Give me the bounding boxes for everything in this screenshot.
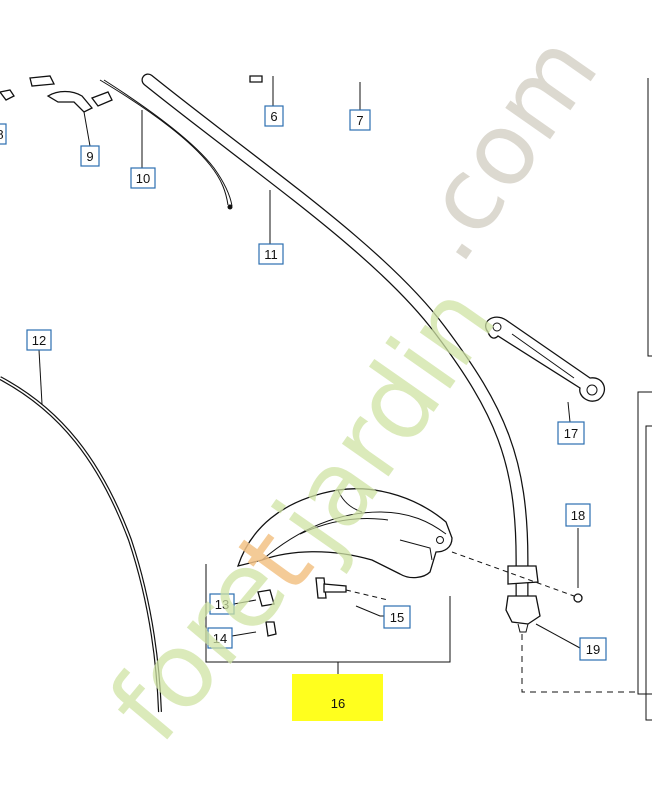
frame-line-lower-inner [645, 425, 652, 721]
cable-2 [103, 79, 233, 207]
harness-line-inner [0, 377, 161, 713]
screw-6 [249, 75, 263, 83]
part-9-hook [90, 91, 113, 107]
svg-text:12: 12 [32, 333, 46, 348]
part-8-fragment [0, 89, 15, 101]
callout-13: 13 [209, 593, 235, 615]
callout-7: 7 [349, 109, 371, 131]
callout-19: 19 [579, 637, 607, 661]
svg-text:10: 10 [136, 171, 150, 186]
part-top-small [29, 75, 56, 87]
callout-11: 11 [258, 243, 284, 265]
shaft-inner [142, 74, 528, 606]
lead-12 [38, 349, 43, 405]
svg-text:.com: .com [384, 14, 621, 282]
callout-17: 17 [557, 421, 585, 445]
cable [99, 79, 229, 206]
lead-15 [355, 605, 384, 617]
lead-19 [535, 623, 581, 649]
svg-text:18: 18 [571, 508, 585, 523]
callout-9: 9 [80, 145, 100, 167]
frame-line-lower-outer [637, 391, 652, 695]
callout-16: 16 [292, 674, 383, 721]
gear-head [505, 595, 541, 625]
callout-10: 10 [130, 167, 156, 189]
lead-9 [83, 111, 91, 147]
svg-text:6: 6 [270, 109, 277, 124]
nut-13 [257, 589, 275, 607]
svg-text:8: 8 [0, 127, 4, 142]
cable-end [227, 204, 233, 210]
callout-18: 18 [565, 503, 591, 527]
svg-text:17: 17 [564, 426, 578, 441]
callout-12: 12 [26, 329, 52, 351]
lead-14 [231, 631, 257, 637]
svg-text:9: 9 [86, 149, 93, 164]
dashed-line-guard [451, 551, 575, 597]
nut-18 [573, 593, 583, 603]
callout-8: 8 [0, 123, 7, 145]
svg-text:19: 19 [586, 642, 600, 657]
svg-text:14: 14 [213, 631, 227, 646]
blade-guard [237, 488, 453, 579]
group-bracket-16 [205, 564, 451, 663]
part-9-bracket [46, 90, 94, 113]
lead-17 [567, 401, 571, 423]
svg-text:15: 15 [390, 610, 404, 625]
svg-text:11: 11 [264, 247, 278, 262]
dashed-box-19 [521, 634, 638, 693]
svg-text:7: 7 [356, 113, 363, 128]
callout-6: 6 [264, 105, 284, 127]
lead-13 [233, 599, 257, 605]
frame-line-upper [647, 78, 652, 357]
clamp [507, 565, 539, 585]
svg-text:13: 13 [215, 597, 229, 612]
svg-text:16: 16 [331, 696, 345, 711]
gear-head-tip [517, 623, 529, 633]
dashed-line-bolt [345, 589, 389, 601]
callout-14: 14 [207, 627, 233, 649]
bolt-15 [315, 577, 347, 599]
screw-14 [265, 621, 277, 637]
callout-15: 15 [383, 605, 411, 629]
wrench [485, 316, 606, 402]
